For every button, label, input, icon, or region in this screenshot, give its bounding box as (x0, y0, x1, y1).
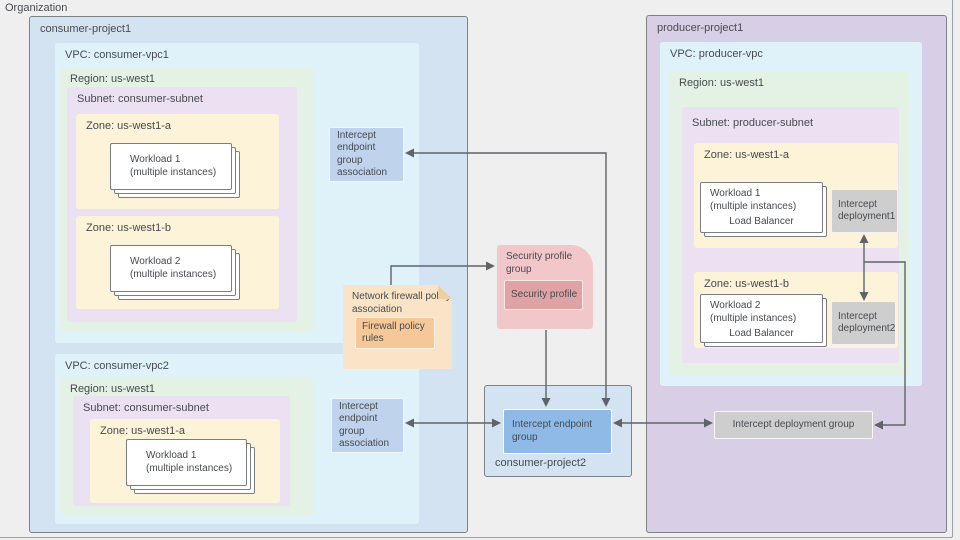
consumer-project1-label: consumer-project1 (40, 23, 132, 35)
firewall-policy-rules-chip: Firewall policy rules (355, 317, 435, 349)
workload-name: Workload 2 (130, 256, 181, 267)
security-profile-label: Security profile (511, 288, 578, 300)
workload-subtext: (multiple instances) (146, 462, 233, 474)
consumer-vpc1-label: VPC: consumer-vpc1 (65, 49, 169, 61)
consumer-vpc1-workload1-card: Workload 1 (multiple instances) (110, 143, 240, 198)
organization-label: Organization (5, 2, 68, 14)
intercept-deployment-group-label: Intercept deployment group (732, 418, 855, 430)
consumer-vpc1-zone-a-box: Zone: us-west1-a (76, 114, 279, 209)
security-profile-chip: Security profile (504, 280, 583, 310)
workload-name: Workload 1 (146, 450, 197, 461)
consumer-project2-label: consumer-project2 (495, 457, 587, 469)
producer-vpc-label: VPC: producer-vpc (670, 48, 763, 60)
intercept-deployment2-chip: Intercept deployment2 (831, 301, 896, 345)
intercept-endpoint-group-association-2: Intercept endpoint group association (331, 398, 404, 453)
producer-subnet-label: Subnet: producer-subnet (692, 117, 814, 129)
association-label: Intercept endpoint group association (339, 400, 390, 450)
consumer-vpc1-subnet-label: Subnet: consumer-subnet (77, 93, 203, 105)
producer-zone-b-label: Zone: us-west1-b (704, 278, 789, 290)
workload-subtext: (multiple instances) (710, 312, 797, 324)
consumer-vpc1-workload2-card: Workload 2 (multiple instances) (110, 245, 240, 300)
network-firewall-policy-association-label: Network firewall policy association (352, 291, 451, 315)
consumer-vpc2-label: VPC: consumer-vpc2 (65, 360, 169, 372)
workload-name: Workload 1 (710, 188, 761, 199)
workload-subtext: (multiple instances) (130, 166, 217, 178)
consumer-vpc1-zone-a-label: Zone: us-west1-a (86, 120, 171, 132)
intercept-deployment1-label: Intercept deployment1 (838, 198, 896, 223)
intercept-endpoint-group-chip: Intercept endpoint group (503, 409, 612, 454)
intercept-deployment1-chip: Intercept deployment1 (831, 189, 898, 233)
workload-name: Workload 1 (130, 154, 181, 165)
intercept-endpoint-group-association-1: Intercept endpoint group association (329, 127, 404, 182)
load-balancer-label: Load Balancer (729, 216, 794, 227)
producer-workload1-card: Workload 1 (multiple instances) Load Bal… (700, 182, 827, 237)
load-balancer-label: Load Balancer (729, 328, 794, 339)
security-profile-group-label: Security profile group (506, 251, 573, 275)
producer-project1-label: producer-project1 (657, 22, 744, 34)
producer-region-label: Region: us-west1 (679, 77, 764, 89)
consumer-vpc2-zone-a-label: Zone: us-west1-a (100, 425, 185, 437)
workload-name: Workload 2 (710, 300, 761, 311)
firewall-policy-rules-label: Firewall policy rules (362, 320, 425, 345)
intercept-deployment-group-chip: Intercept deployment group (714, 411, 873, 439)
workload-subtext: (multiple instances) (710, 200, 797, 212)
intercept-endpoint-group-label: Intercept endpoint group (512, 419, 593, 443)
workload-subtext: (multiple instances) (130, 268, 217, 280)
consumer-vpc1-region-label: Region: us-west1 (70, 73, 155, 85)
consumer-vpc2-workload1-card: Workload 1 (multiple instances) (126, 439, 255, 494)
consumer-vpc1-zone-b-label: Zone: us-west1-b (86, 222, 171, 234)
producer-zone-a-label: Zone: us-west1-a (704, 149, 789, 161)
intercept-deployment2-label: Intercept deployment2 (838, 310, 896, 335)
producer-workload2-card: Workload 2 (multiple instances) Load Bal… (700, 294, 827, 347)
association-label: Intercept endpoint group association (337, 129, 388, 179)
consumer-vpc2-subnet-label: Subnet: consumer-subnet (83, 402, 209, 414)
consumer-vpc2-region-label: Region: us-west1 (70, 383, 155, 395)
